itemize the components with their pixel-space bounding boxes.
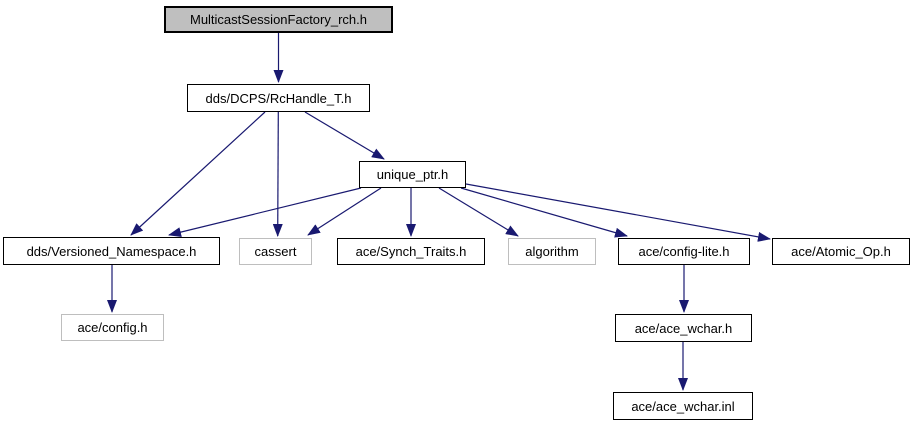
edge-unique-to-cassert (307, 187, 382, 236)
node-label: MulticastSessionFactory_rch.h (189, 12, 367, 27)
node-ace-config: ace/config.h (61, 314, 164, 341)
node-cassert: cassert (239, 238, 312, 265)
edge-unique-to-configlite (460, 187, 628, 238)
node-ace-wchar-inl[interactable]: ace/ace_wchar.inl (613, 392, 753, 420)
edge-rchandle-to-versioned (130, 111, 266, 236)
edge-unique-to-atomic (465, 183, 771, 242)
node-ace-wchar-h[interactable]: ace/ace_wchar.h (615, 314, 752, 342)
node-label: dds/Versioned_Namespace.h (26, 243, 197, 259)
node-label: ace/Synch_Traits.h (355, 244, 467, 259)
node-label: unique_ptr.h (376, 167, 449, 182)
node-atomic-op[interactable]: ace/Atomic_Op.h (772, 238, 910, 265)
node-label: cassert (254, 244, 297, 259)
node-algorithm: algorithm (508, 238, 596, 265)
node-versioned-namespace[interactable]: dds/Versioned_Namespace.h (3, 237, 220, 265)
node-config-lite[interactable]: ace/config-lite.h (618, 238, 750, 265)
node-label: ace/Atomic_Op.h (791, 244, 891, 259)
node-label: ace/config.h (77, 320, 148, 335)
edge-unique-to-algorithm (438, 187, 519, 237)
node-mcast-session-factory: MulticastSessionFactory_rch.h (164, 6, 393, 33)
node-rchandle[interactable]: dds/DCPS/RcHandle_T.h (187, 84, 370, 112)
node-label: dds/DCPS/RcHandle_T.h (205, 90, 352, 106)
node-unique-ptr[interactable]: unique_ptr.h (359, 161, 466, 188)
node-label: ace/config-lite.h (638, 244, 730, 259)
node-synch-traits[interactable]: ace/Synch_Traits.h (337, 238, 485, 265)
edge-rchandle-to-unique (304, 111, 385, 160)
edge-rchandle-to-cassert (272, 111, 283, 237)
node-label: ace/ace_wchar.h (634, 320, 733, 336)
node-label: ace/ace_wchar.inl (631, 398, 735, 414)
node-label: algorithm (525, 244, 579, 259)
edge-unique-to-versioned (168, 187, 362, 238)
